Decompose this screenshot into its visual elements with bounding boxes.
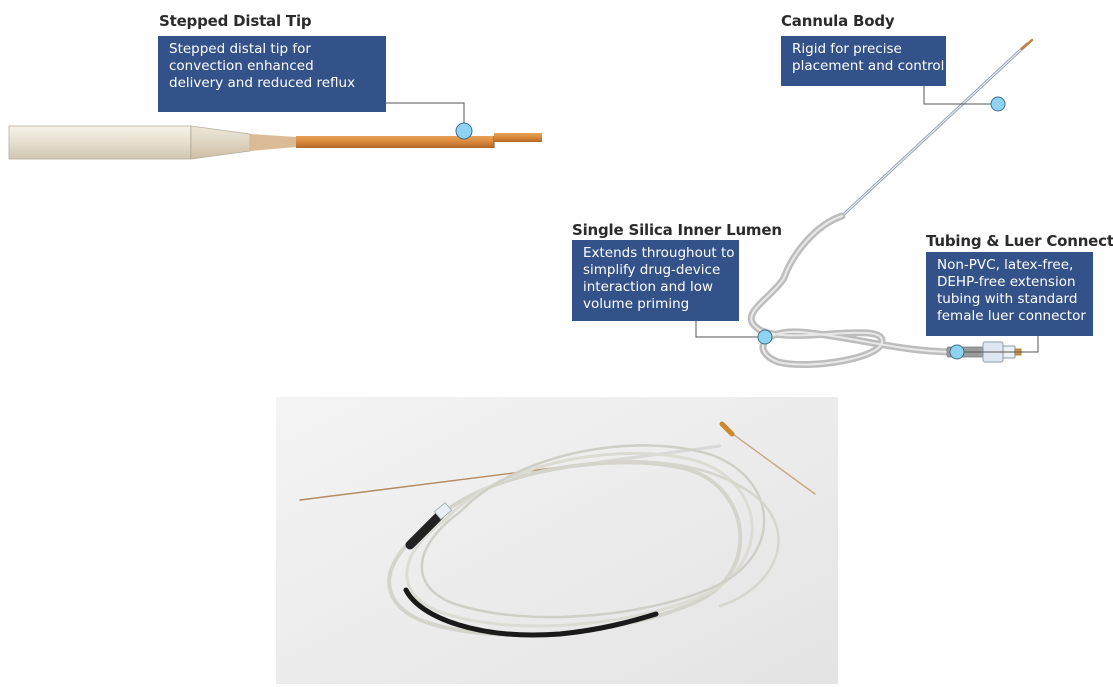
distal-tip-closeup [8, 125, 542, 160]
tubing-callout-line: tubing with standard [937, 291, 1078, 307]
body-callout-line: Rigid for precise [792, 41, 902, 57]
lumen-callout-line: volume priming [583, 296, 690, 312]
tip-callout-line: convection enhanced [169, 58, 314, 74]
tip-callout: Stepped distal tip for convection enhanc… [158, 36, 386, 112]
tubing-marker [949, 344, 965, 360]
tip-callout-line: delivery and reduced reflux [169, 75, 356, 91]
lumen-callout-line: simplify drug-device [583, 262, 721, 278]
inner-tip-stage-2 [494, 133, 542, 142]
tubing-title: Tubing & Luer Connector [926, 232, 1113, 250]
photo-background [276, 397, 838, 684]
cannula-tip [1020, 38, 1034, 51]
inner-tip-stage-1 [296, 136, 494, 148]
lumen-callout: Extends throughout to simplify drug-devi… [572, 240, 739, 321]
tip-title: Stepped Distal Tip [159, 12, 312, 30]
lumen-marker [757, 329, 773, 345]
body-title: Cannula Body [781, 12, 895, 30]
device-photo [276, 397, 838, 684]
outer-sheath [8, 125, 192, 160]
body-callout: Rigid for precise placement and control [781, 36, 946, 86]
tapered-sheath [190, 125, 251, 160]
tip-callout-line: Stepped distal tip for [169, 41, 311, 57]
tubing-callout-line: Non-PVC, latex-free, [937, 257, 1074, 273]
leader-lines [385, 86, 1039, 353]
body-callout-line: placement and control [792, 58, 945, 74]
lumen-callout-line: Extends throughout to [583, 245, 735, 261]
lumen-title: Single Silica Inner Lumen [572, 221, 782, 239]
body-marker [990, 96, 1006, 112]
tubing-callout: Non-PVC, latex-free, DEHP-free extension… [926, 252, 1093, 336]
lumen-callout-line: interaction and low [583, 279, 714, 295]
tip-marker [455, 122, 473, 140]
tubing-callout-line: DEHP-free extension [937, 274, 1076, 290]
tubing-callout-line: female luer connector [937, 308, 1086, 324]
